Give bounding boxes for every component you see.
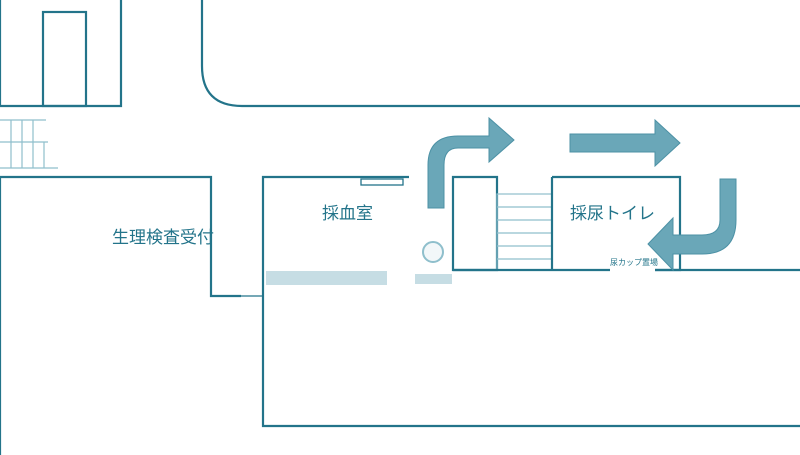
blood-room-top-wall	[261, 175, 409, 296]
main-area-bottom-wall	[261, 296, 800, 428]
arrow-right	[569, 118, 681, 168]
sink-circle	[422, 241, 444, 263]
top-left-building	[0, 0, 123, 108]
reception-label: 生理検査受付	[112, 228, 214, 248]
central-stairs	[496, 193, 553, 271]
top-road-edge	[200, 0, 800, 108]
blood-room-wall-shelf	[360, 178, 404, 186]
arrow-up-right	[427, 116, 515, 209]
blood-room-counter	[266, 271, 387, 285]
left-stairs	[0, 119, 58, 169]
urine-collection-toilet-label: 採尿トイレ	[570, 204, 655, 224]
entrance-door-top-left	[41, 10, 88, 108]
arrow-down-left	[647, 178, 737, 272]
urine-cup-placement-label: 尿カップ置場	[610, 257, 658, 267]
blood-collection-room-label: 採血室	[322, 204, 373, 224]
partition-block	[451, 175, 499, 272]
blood-room-side-counter	[415, 274, 452, 284]
